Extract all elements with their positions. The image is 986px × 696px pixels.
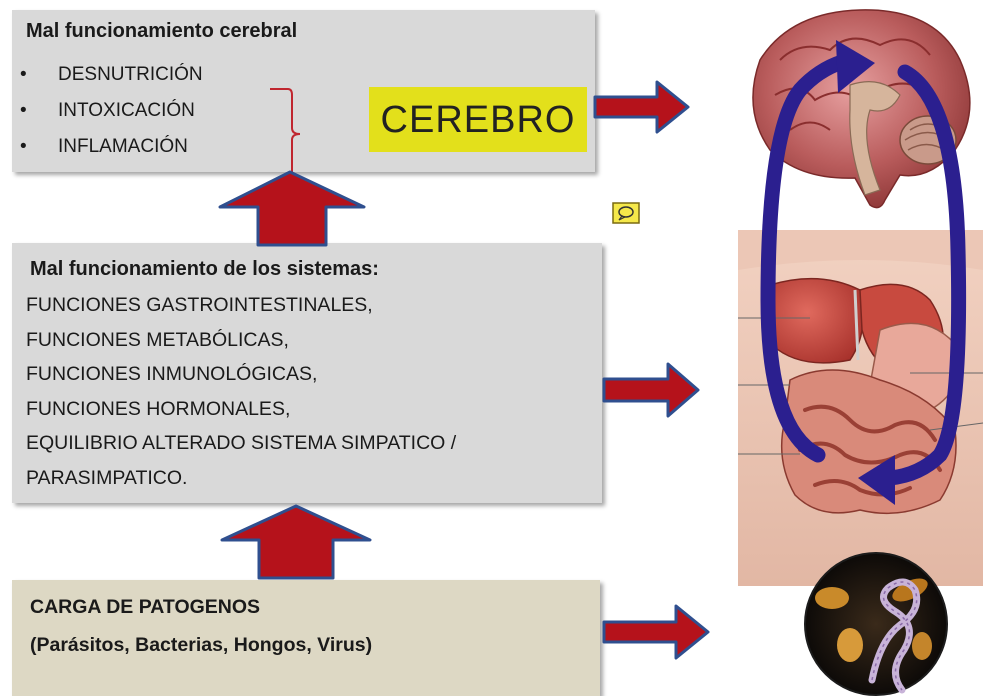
pathogen-load-box: CARGA DE PATOGENOS (Parásitos, Bacterias… — [12, 580, 600, 696]
list-item: FUNCIONES METABÓLICAS, — [26, 328, 289, 351]
gut-brain-cycle-arrow — [760, 40, 967, 505]
list-item: •INTOXICACIÓN — [20, 100, 195, 121]
pathogens-micrograph — [804, 552, 948, 696]
brain-causes-list: •DESNUTRICIÓN •INTOXICACIÓN •INFLAMACIÓN — [20, 62, 203, 170]
cerebro-label: CEREBRO — [369, 87, 587, 152]
right-arrow-brain — [593, 80, 690, 134]
right-arrow-pathogens — [602, 604, 710, 660]
comment-icon[interactable] — [612, 202, 640, 224]
abdominal-organs-illustration — [738, 230, 984, 586]
right-arrow-organs — [602, 362, 700, 418]
systems-dysfunction-box: Mal funcionamiento de los sistemas: FUNC… — [12, 243, 602, 503]
list-item: •DESNUTRICIÓN — [20, 64, 203, 85]
brain-dysfunction-box: Mal funcionamiento cerebral •DESNUTRICIÓ… — [12, 10, 595, 172]
up-arrow-upper — [218, 170, 366, 247]
list-item: EQUILIBRIO ALTERADO SISTEMA SIMPATICO / — [26, 432, 457, 454]
pathogen-load-subtitle: (Parásitos, Bacterias, Hongos, Virus) — [30, 634, 373, 656]
systems-dysfunction-title: Mal funcionamiento de los sistemas: — [30, 258, 379, 280]
systems-list: FUNCIONES GASTROINTESTINALES, FUNCIONES … — [26, 288, 456, 495]
list-item: PARASIMPATICO. — [26, 466, 188, 489]
list-item: FUNCIONES HORMONALES, — [26, 397, 291, 420]
brain-dysfunction-title: Mal funcionamiento cerebral — [26, 20, 298, 42]
list-item: FUNCIONES GASTROINTESTINALES, — [26, 294, 373, 316]
list-item: •INFLAMACIÓN — [20, 136, 188, 157]
bracket-connector — [270, 88, 301, 176]
up-arrow-lower — [220, 504, 372, 580]
list-item: FUNCIONES INMUNOLÓGICAS, — [26, 363, 318, 385]
brain-illustration — [752, 9, 971, 209]
pathogen-load-title: CARGA DE PATOGENOS — [30, 596, 261, 618]
